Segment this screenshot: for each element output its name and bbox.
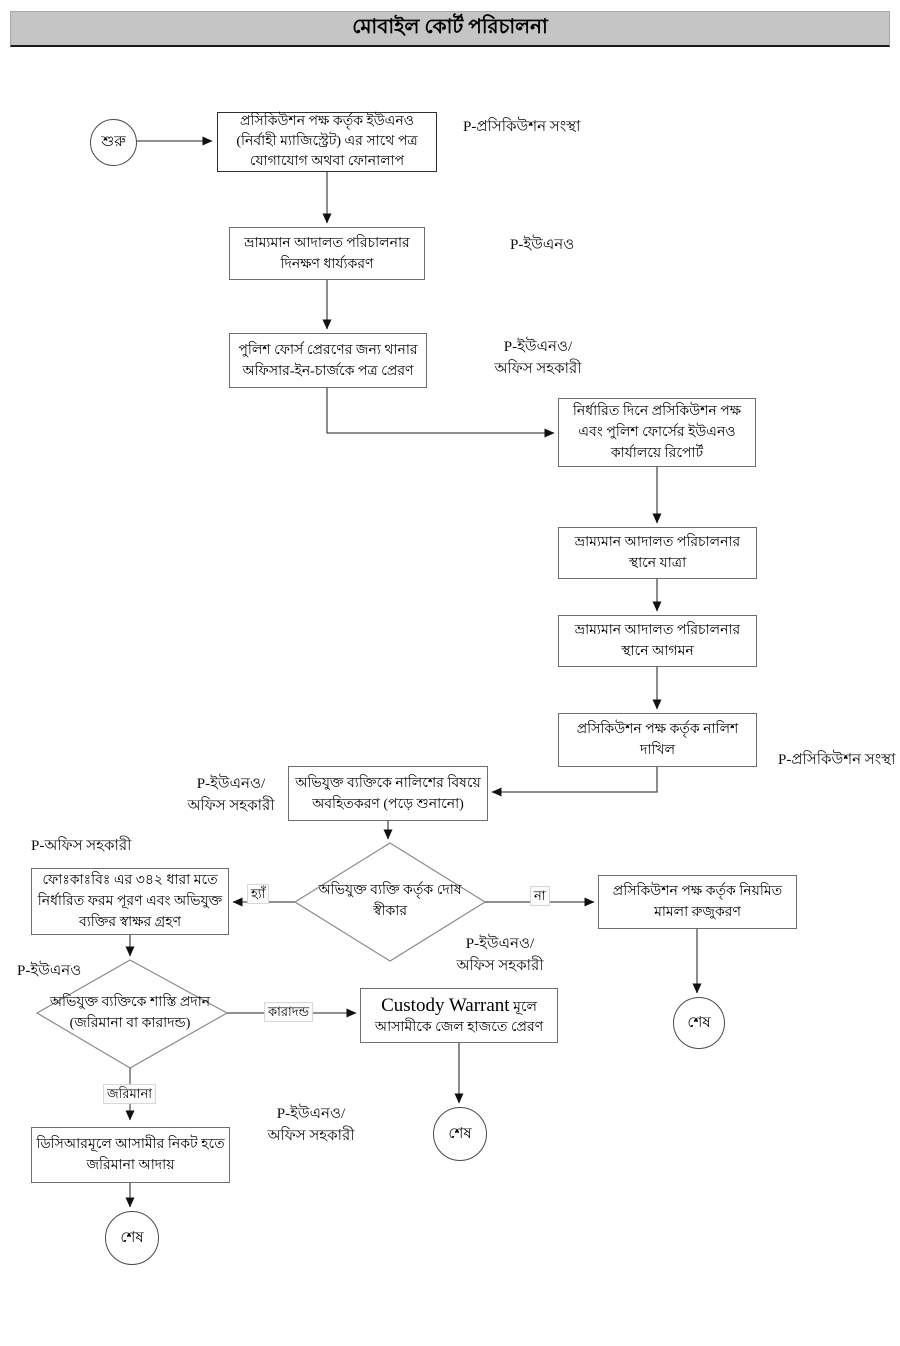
edge-label-yes: হ্যাঁ [247, 884, 270, 904]
flow-box-custody-warrant: Custody Warrant মূলে আসামীকে জেল হাজতে প… [360, 988, 558, 1043]
annotation-uno-office-2: P-ইউএনও/ অফিস সহকারী [187, 776, 275, 814]
annotation-uno-office-1: P-ইউএনও/ অফিস সহকারী [494, 339, 582, 377]
custody-warrant-rest: মূলে [509, 1000, 537, 1016]
end-node-right: শেষ [673, 997, 725, 1049]
custody-warrant-line1: Custody Warrant মূলে [381, 993, 537, 1019]
flow-box-fine-collection: ডিসিআরমূলে আসামীর নিকট হতে জরিমানা আদায় [31, 1127, 230, 1183]
flow-box-letter-to-oc: পুলিশ ফোর্স প্রেরণের জন্য থানার অফিসার-ই… [229, 333, 427, 388]
edge-label-fine: জরিমানা [103, 1084, 157, 1104]
flow-box-inform-accused: অভিযুক্ত ব্যক্তিকে নালিশের বিষয়ে অবহিতক… [288, 766, 488, 821]
annotation-uno-office-3: P-ইউএনও/ অফিস সহকারী [456, 936, 544, 974]
flow-box-journey: ভ্রাম্যমান আদালত পরিচালনার স্থানে যাত্রা [558, 527, 757, 579]
flow-box-fix-date: ভ্রাম্যমান আদালত পরিচালনার দিনক্ষণ ধার্য… [229, 227, 425, 280]
annotation-uno-2: P-ইউএনও [17, 963, 82, 979]
start-node: শুরু [90, 119, 137, 166]
annotation-uno-1: P-ইউএনও [510, 237, 575, 253]
flow-box-form-342: ফোঃকাঃবিঃ এর ৩৪২ ধারা মতে নির্ধারিত ফরম … [31, 868, 229, 935]
annotation-office-1: P-অফিস সহকারী [31, 838, 132, 854]
end-node-center: শেষ [433, 1107, 487, 1161]
edge-step7-step8 [491, 767, 658, 797]
flow-box-arrival: ভ্রাম্যমান আদালত পরিচালনার স্থানে আগমন [558, 615, 757, 667]
flow-box-report-at-office: নির্ধারিত দিনে প্রসিকিউশন পক্ষ এবং পুলিশ… [558, 398, 756, 467]
decision-guilt-admission: অভিযুক্ত ব্যক্তি কর্তৃক দোষ স্বীকার [318, 883, 462, 919]
end-node-left: শেষ [105, 1211, 159, 1265]
annotation-uno-office-4: P-ইউএনও/ অফিস সহকারী [267, 1106, 355, 1144]
flow-box-contact-uno: প্রসিকিউশন পক্ষ কর্তৃক ইউএনও (নির্বাহী ম… [217, 112, 437, 172]
annotation-prosecution-2: P-প্রসিকিউশন সংস্থা [778, 752, 896, 768]
custody-warrant-latin: Custody Warrant [381, 995, 510, 1017]
edge-label-no: না [530, 886, 550, 906]
annotation-prosecution-1: P-প্রসিকিউশন সংস্থা [463, 119, 581, 135]
custody-warrant-line2: আসামীকে জেল হাজতে প্রেরণ [374, 1019, 544, 1035]
decision-punishment: অভিযুক্ত ব্যক্তিকে শাস্তি প্রদান (জরিমান… [49, 995, 211, 1031]
edge-step3-step4 [326, 388, 555, 438]
flow-box-file-complaint: প্রসিকিউশন পক্ষ কর্তৃক নালিশ দাখিল [558, 713, 757, 767]
flow-box-regular-case: প্রসিকিউশন পক্ষ কর্তৃক নিয়মিত মামলা রুজ… [598, 875, 797, 929]
decision-diamond-1-shape [293, 842, 487, 962]
edge-label-imprisonment: কারাদন্ড [264, 1002, 313, 1022]
page-title: মোবাইল কোর্ট পরিচালনা [10, 11, 890, 47]
